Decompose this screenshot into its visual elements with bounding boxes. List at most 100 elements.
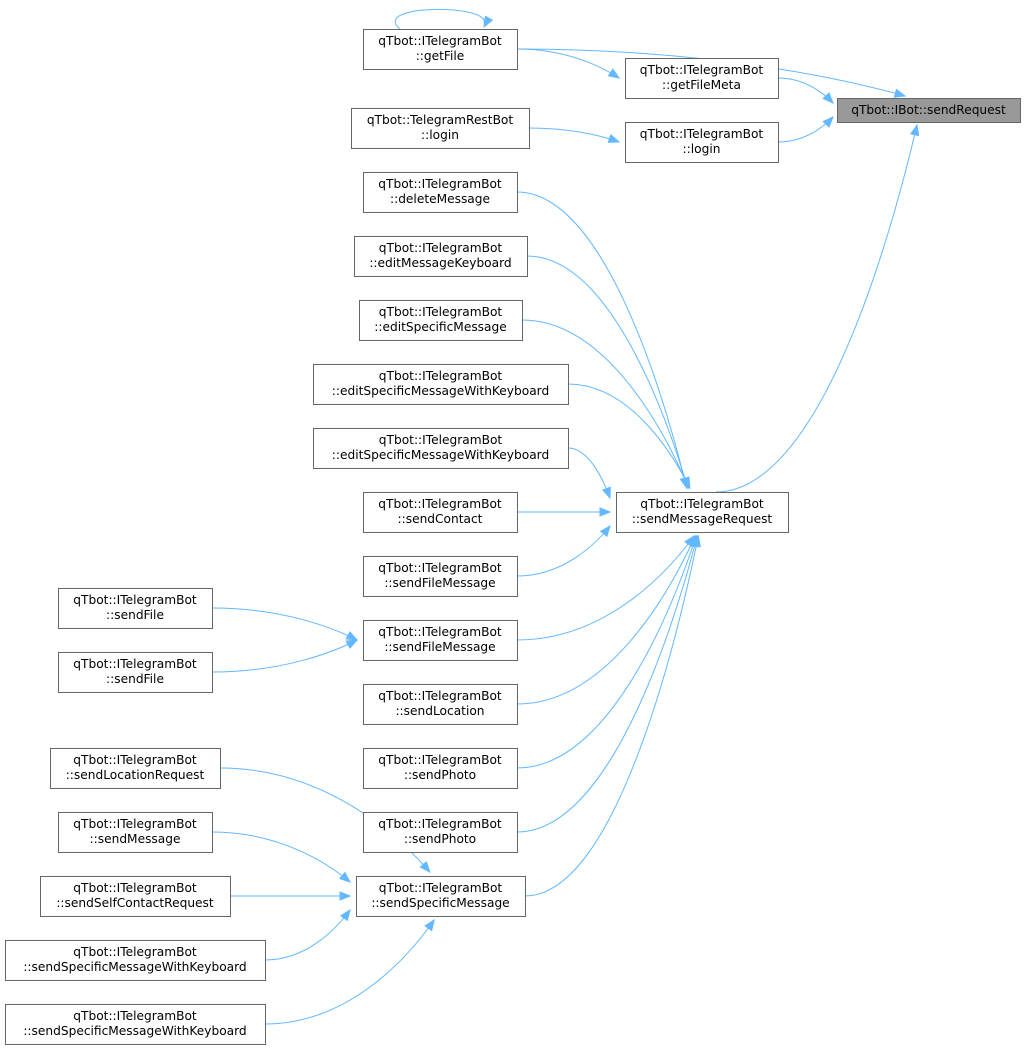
node-box <box>363 172 518 213</box>
node-sendMessage[interactable]: qTbot::ITelegramBot::sendMessage <box>58 812 213 853</box>
edge-arrowhead <box>483 15 494 29</box>
node-label-line2: ::sendFileMessage <box>384 640 495 654</box>
edge-arrowhead <box>822 116 834 128</box>
node-sendSpecificMessage[interactable]: qTbot::ITelegramBot::sendSpecificMessage <box>356 876 526 917</box>
node-label-line2: ::sendLocationRequest <box>66 768 205 782</box>
node-label-line2: ::sendSpecificMessageWithKeyboard <box>23 960 246 974</box>
edge-sendLocationRequest-to-sendSpecificMessage <box>219 767 431 873</box>
node-sendContact[interactable]: qTbot::ITelegramBot::sendContact <box>363 492 518 533</box>
edge-sendMessage-to-sendSpecificMessage <box>211 831 351 883</box>
node-editMessageKeyboard[interactable]: qTbot::ITelegramBot::editMessageKeyboard <box>354 236 528 277</box>
edge-sendPhoto1-to-sendMessageRequest <box>516 535 697 769</box>
node-label-line2: ::sendMessageRequest <box>632 512 773 526</box>
node-box <box>5 1004 266 1045</box>
node-getFileMeta[interactable]: qTbot::ITelegramBot::getFileMeta <box>625 58 779 99</box>
edge-arrowhead <box>419 860 431 874</box>
node-sendFile2[interactable]: qTbot::ITelegramBot::sendFile <box>58 652 213 693</box>
node-sendSpecificMessageWithKeyboard1[interactable]: qTbot::ITelegramBot::sendSpecificMessage… <box>5 940 266 981</box>
edge-arrowhead <box>599 524 611 538</box>
node-label-line1: qTbot::ITelegramBot <box>378 625 502 639</box>
node-sendPhoto1[interactable]: qTbot::ITelegramBot::sendPhoto <box>363 748 518 789</box>
node-label-line2: ::sendSelfContactRequest <box>56 896 214 910</box>
node-sendPhoto2[interactable]: qTbot::ITelegramBot::sendPhoto <box>363 812 518 853</box>
edge-loginRest-to-loginI <box>528 127 620 143</box>
node-editSpecificMessage[interactable]: qTbot::ITelegramBot::editSpecificMessage <box>359 300 523 341</box>
node-box <box>313 364 569 405</box>
edge-sendSpecificMessageWithKeyboard2-to-sendSpecificMessage <box>264 919 435 1025</box>
edge-getFile-to-getFileMeta <box>516 48 620 79</box>
edge-arrowhead <box>607 68 621 79</box>
node-label-line2: ::editSpecificMessageWithKeyboard <box>332 384 549 398</box>
node-sendSelfContactRequest[interactable]: qTbot::ITelegramBot::sendSelfContactRequ… <box>40 876 231 917</box>
node-box <box>625 58 779 99</box>
edge-arrowhead <box>345 630 359 641</box>
node-box <box>313 428 569 469</box>
node-sendLocationRequest[interactable]: qTbot::ITelegramBot::sendLocationRequest <box>50 748 221 789</box>
node-label-line1: qTbot::IBot::sendRequest <box>851 103 1006 117</box>
edge-sendFileMessage1-to-sendMessageRequest <box>516 525 611 577</box>
node-label-line1: qTbot::ITelegramBot <box>378 34 502 48</box>
node-sendFileMessage1[interactable]: qTbot::ITelegramBot::sendFileMessage <box>363 556 518 597</box>
edges-layer <box>211 9 920 1025</box>
node-label-line1: qTbot::ITelegramBot <box>73 657 197 671</box>
node-label-line2: ::editSpecificMessage <box>374 320 506 334</box>
node-loginRest[interactable]: qTbot::TelegramRestBot::login <box>351 108 530 149</box>
edge-sendSpecificMessageWithKeyboard1-to-sendSpecificMessage <box>264 909 351 961</box>
node-label-line2: ::sendLocation <box>395 704 484 718</box>
edge-arrowhead <box>338 871 352 883</box>
node-label-line2: ::sendPhoto <box>404 768 476 782</box>
node-label-line1: qTbot::ITelegramBot <box>640 63 764 77</box>
node-box <box>58 652 213 693</box>
node-box <box>625 122 779 163</box>
node-label-line2: ::deleteMessage <box>390 192 490 206</box>
edge-arrowhead <box>822 92 834 104</box>
edge-arrowhead <box>345 639 359 650</box>
node-editSpecificMessageWithKeyboard2[interactable]: qTbot::ITelegramBot::editSpecificMessage… <box>313 428 569 469</box>
node-box <box>837 98 1021 123</box>
node-label-line1: qTbot::ITelegramBot <box>73 881 197 895</box>
node-box <box>50 748 221 789</box>
node-sendFileMessage2[interactable]: qTbot::ITelegramBot::sendFileMessage <box>363 620 518 661</box>
edge-arrowhead <box>691 534 701 548</box>
edge-editSpecificMessage-to-sendMessageRequest <box>521 319 690 489</box>
edge-sendPhoto2-to-sendMessageRequest <box>516 535 698 833</box>
node-label-line1: qTbot::ITelegramBot <box>640 127 764 141</box>
node-label-line1: qTbot::ITelegramBot <box>73 753 197 767</box>
node-sendFile1[interactable]: qTbot::ITelegramBot::sendFile <box>58 588 213 629</box>
edge-editMessageKeyboard-to-sendMessageRequest <box>526 255 689 489</box>
node-label-line1: qTbot::ITelegramBot <box>379 881 503 895</box>
edge-arrowhead <box>339 908 351 922</box>
node-editSpecificMessageWithKeyboard1[interactable]: qTbot::ITelegramBot::editSpecificMessage… <box>313 364 569 405</box>
edge-sendFileMessage2-to-sendMessageRequest <box>516 535 695 641</box>
edge-arrowhead <box>680 476 691 490</box>
edge-arrowhead <box>607 133 621 143</box>
node-label-line1: qTbot::ITelegramBot <box>73 817 197 831</box>
node-label-line1: qTbot::ITelegramBot <box>379 305 503 319</box>
node-sendLocation[interactable]: qTbot::ITelegramBot::sendLocation <box>363 684 518 725</box>
node-sendSpecificMessageWithKeyboard2[interactable]: qTbot::ITelegramBot::sendSpecificMessage… <box>5 1004 266 1045</box>
edge-getFile-to-getFile <box>395 9 485 30</box>
node-label-line2: ::getFileMeta <box>662 78 741 92</box>
node-sendMessageRequest[interactable]: qTbot::ITelegramBot::sendMessageRequest <box>616 492 789 533</box>
node-deleteMessage[interactable]: qTbot::ITelegramBot::deleteMessage <box>363 172 518 213</box>
node-loginI[interactable]: qTbot::ITelegramBot::login <box>625 122 779 163</box>
node-box <box>356 876 526 917</box>
edge-sendLocation-to-sendMessageRequest <box>516 535 696 705</box>
node-label-line1: qTbot::ITelegramBot <box>378 561 502 575</box>
edge-arrowhead <box>339 891 352 901</box>
node-box <box>363 748 518 789</box>
node-box <box>40 876 231 917</box>
node-box <box>58 588 213 629</box>
node-label-line1: qTbot::ITelegramBot <box>73 945 197 959</box>
node-label-line1: qTbot::ITelegramBot <box>378 689 502 703</box>
edge-sendFile2-to-sendFileMessage2 <box>211 639 358 673</box>
node-label-line1: qTbot::ITelegramBot <box>379 241 503 255</box>
node-label-line1: qTbot::ITelegramBot <box>378 817 502 831</box>
node-box <box>351 108 530 149</box>
node-label-line1: qTbot::ITelegramBot <box>379 369 503 383</box>
node-getFile[interactable]: qTbot::ITelegramBot::getFile <box>363 29 518 70</box>
edge-arrowhead <box>424 918 435 932</box>
node-label-line1: qTbot::ITelegramBot <box>378 497 502 511</box>
node-label-line2: ::sendFile <box>106 608 164 622</box>
